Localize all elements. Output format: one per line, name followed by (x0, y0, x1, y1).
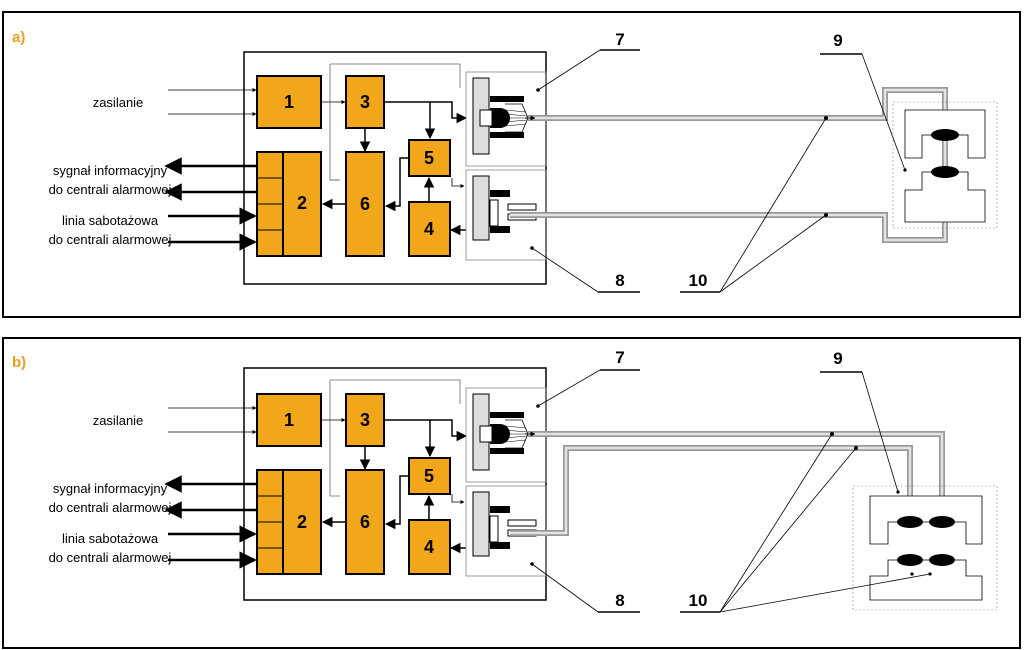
panel-a-block-1: 1 (256, 75, 322, 129)
panel-a-block-5: 5 (408, 139, 451, 177)
svg-text:6: 6 (360, 194, 370, 214)
panel-b-callout-10: 10 (689, 591, 708, 610)
panel-a-info-label-2: do centrali alarmowej (49, 182, 172, 197)
panel-b-block-5: 5 (408, 457, 451, 495)
panel-b-block-3: 3 (345, 393, 385, 447)
panel-b-callout-7: 7 (615, 348, 624, 367)
panel-b-power-label: zasilanie (93, 413, 144, 428)
panel-a-block-3: 3 (345, 75, 385, 129)
svg-text:6: 6 (360, 512, 370, 532)
panel-a-block-6: 6 (345, 151, 385, 257)
svg-text:1: 1 (284, 410, 294, 430)
svg-text:2: 2 (297, 512, 307, 532)
svg-text:3: 3 (360, 92, 370, 112)
panel-a-transmitter (465, 71, 547, 167)
svg-text:2: 2 (297, 193, 307, 213)
svg-text:5: 5 (424, 148, 434, 168)
panel-b: b) 1 3 2 6 5 4 (2, 337, 1021, 649)
panel-a-callout-7: 7 (615, 30, 624, 49)
svg-text:4: 4 (424, 219, 434, 239)
panel-a-info-label-1: sygnał informacyjny (53, 163, 168, 178)
svg-text:1: 1 (284, 92, 294, 112)
panel-b-block-4: 4 (408, 519, 451, 575)
panel-a-tamper-label-1: linia sabotażowa (62, 213, 159, 228)
panel-b-label: b) (12, 354, 26, 371)
panel-b-callout-8: 8 (615, 591, 624, 610)
panel-b-callout-9: 9 (833, 349, 842, 368)
panel-b-block-2: 2 (256, 469, 322, 575)
panel-a-block-4: 4 (408, 201, 451, 257)
svg-text:5: 5 (424, 466, 434, 486)
panel-b-block-6: 6 (345, 469, 385, 575)
panel-a-label: a) (12, 29, 25, 46)
svg-text:3: 3 (360, 410, 370, 430)
panel-b-coupler (852, 485, 998, 611)
panel-a: a) 1 3 2 6 5 (2, 11, 1021, 318)
panel-b-block-1: 1 (256, 393, 322, 447)
panel-a-block-2: 2 (256, 151, 322, 257)
panel-a-callout-8: 8 (615, 271, 624, 290)
panel-a-coupler (892, 101, 998, 229)
panel-a-callout-9: 9 (833, 31, 842, 50)
panel-a-callout-10: 10 (689, 271, 708, 290)
panel-a-tamper-label-2: do centrali alarmowej (49, 232, 172, 247)
panel-b-tamper-label-1: linia sabotażowa (62, 531, 159, 546)
svg-text:4: 4 (424, 537, 434, 557)
panel-b-tamper-label-2: do centrali alarmowej (49, 550, 172, 565)
panel-a-power-label: zasilanie (93, 95, 144, 110)
panel-b-info-label-2: do centrali alarmowej (49, 500, 172, 515)
panel-b-info-label-1: sygnał informacyjny (53, 481, 168, 496)
